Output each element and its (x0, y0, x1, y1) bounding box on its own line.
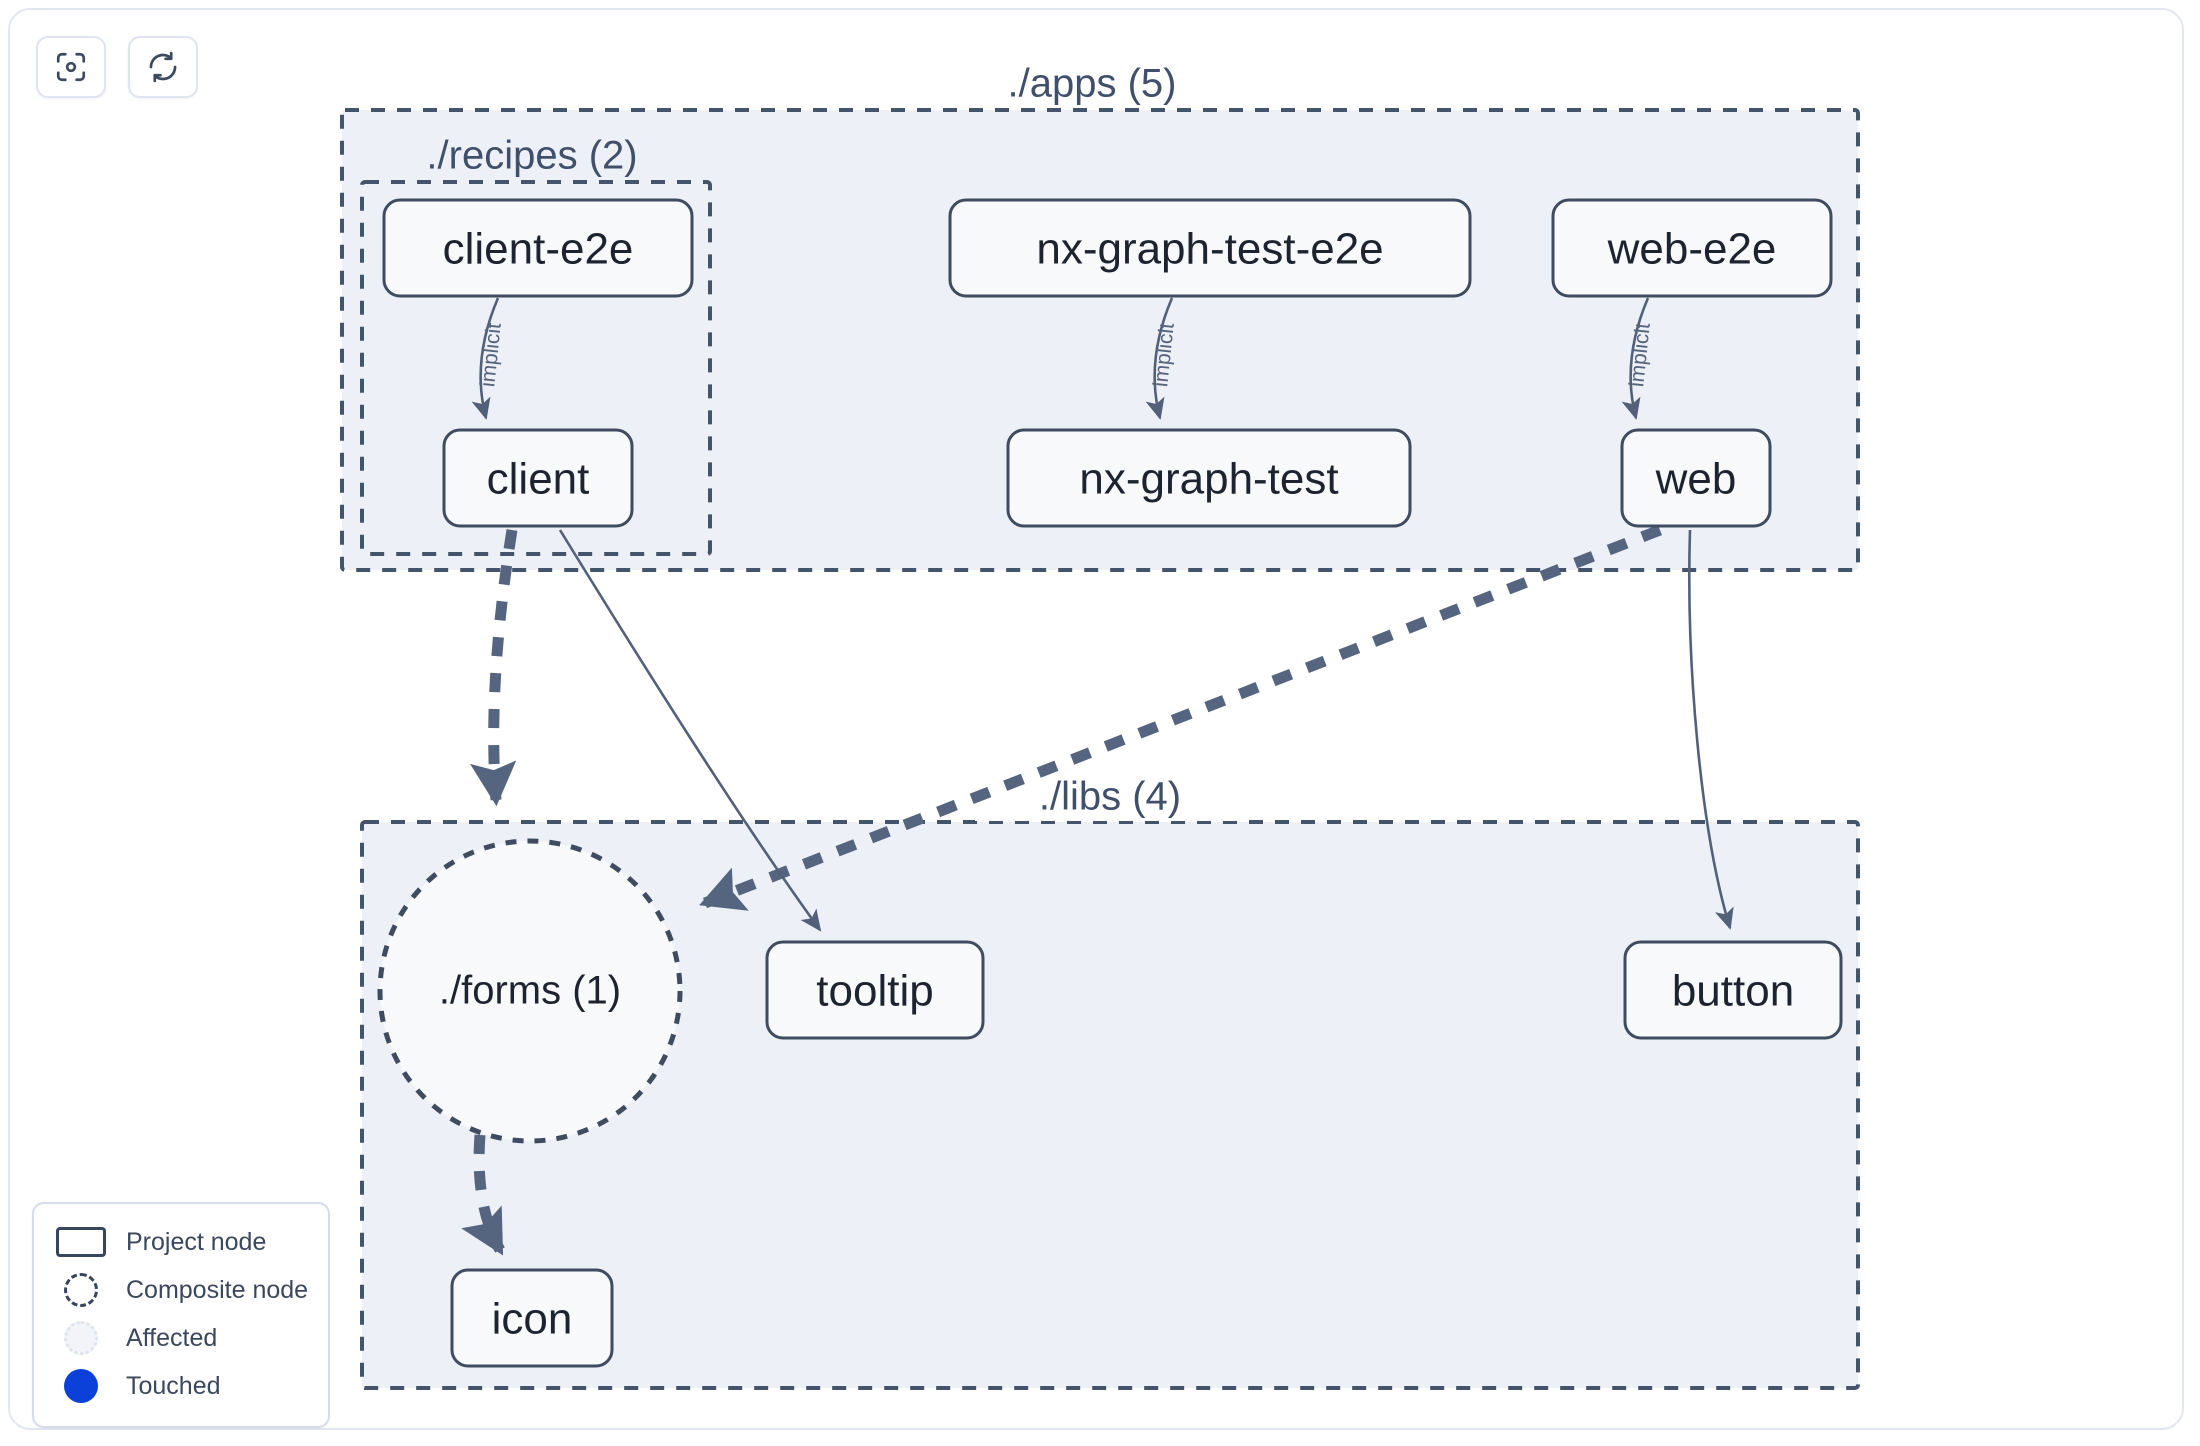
group-apps-label-bg (950, 62, 1240, 108)
composite-node-swatch (52, 1273, 110, 1307)
affected-swatch (52, 1321, 110, 1355)
node-client-e2e[interactable]: client-e2e (382, 198, 694, 298)
legend-label-affected: Affected (126, 1323, 218, 1352)
node-nx-graph-test-label: nx-graph-test (1079, 455, 1338, 504)
legend-item-affected: Affected (52, 1314, 310, 1362)
node-icon[interactable]: icon (450, 1268, 614, 1368)
node-forms-label: ./forms (1) (439, 969, 621, 1013)
node-tooltip[interactable]: tooltip (765, 940, 985, 1040)
node-nx-graph-test-e2e[interactable]: nx-graph-test-e2e (948, 198, 1472, 298)
node-web-e2e-rect (1551, 198, 1833, 298)
group-apps-label: ./apps (5) (1008, 62, 1177, 106)
node-client-e2e-label: client-e2e (443, 225, 634, 274)
node-button-label: button (1672, 967, 1794, 1016)
group-recipes-label: ./recipes (2) (426, 134, 637, 178)
edge-web-forms (699, 524, 1663, 911)
node-client[interactable]: client (442, 428, 634, 528)
group-libs[interactable]: ./libs (4) (360, 775, 1860, 1390)
refresh-button[interactable] (128, 36, 198, 98)
node-nx-graph-test-rect (1006, 428, 1412, 528)
legend-label-touched: Touched (126, 1371, 221, 1400)
node-web[interactable]: web (1620, 428, 1772, 528)
node-button[interactable]: button (1623, 940, 1843, 1040)
node-client-e2e-rect (382, 198, 694, 298)
node-nx-graph-test-e2e-rect (948, 198, 1472, 298)
edge-web-button (1688, 529, 1734, 930)
legend-item-project-node: Project node (52, 1218, 310, 1266)
node-tooltip-rect (765, 940, 985, 1040)
edge-client-tooltip (558, 529, 822, 932)
node-web-rect (1620, 428, 1772, 528)
edge-forms-icon (461, 1134, 505, 1256)
edge-nx-graph-test-e2e-nx-graph-test (1145, 297, 1174, 420)
node-client-label: client (487, 455, 590, 504)
legend-label-project-node: Project node (126, 1227, 267, 1256)
graph-toolbar (36, 36, 198, 98)
group-libs-label: ./libs (4) (1039, 775, 1181, 819)
node-forms-circle (377, 838, 683, 1144)
touched-swatch (52, 1369, 110, 1403)
focus-target-icon (54, 50, 88, 84)
group-apps[interactable]: ./apps (5) (340, 62, 1860, 572)
edge-client-e2e-client (471, 297, 500, 420)
edge-web-e2e-web (1621, 297, 1650, 420)
node-icon-label: icon (492, 1295, 573, 1344)
refresh-icon (146, 50, 180, 84)
group-recipes-label-bg (382, 134, 682, 180)
node-web-label: web (1655, 455, 1737, 504)
node-web-e2e-label: web-e2e (1607, 225, 1777, 274)
group-apps-rect (340, 108, 1860, 572)
legend-label-composite-node: Composite node (126, 1275, 309, 1304)
node-nx-graph-test-e2e-label: nx-graph-test-e2e (1036, 225, 1383, 274)
node-web-e2e[interactable]: web-e2e (1551, 198, 1833, 298)
node-icon-rect (450, 1268, 614, 1368)
edge-client-forms (470, 529, 518, 807)
legend-item-composite-node: Composite node (52, 1266, 310, 1314)
group-libs-rect (360, 820, 1860, 1390)
graph-legend: Project node Composite node Affected Tou… (32, 1202, 330, 1428)
project-node-swatch (52, 1227, 110, 1257)
node-client-rect (442, 428, 634, 528)
focus-target-button[interactable] (36, 36, 106, 98)
legend-item-touched: Touched (52, 1362, 310, 1410)
node-forms[interactable]: ./forms (1) (377, 838, 683, 1144)
node-button-rect (1623, 940, 1843, 1040)
node-tooltip-label: tooltip (816, 967, 933, 1016)
node-nx-graph-test[interactable]: nx-graph-test (1006, 428, 1412, 528)
